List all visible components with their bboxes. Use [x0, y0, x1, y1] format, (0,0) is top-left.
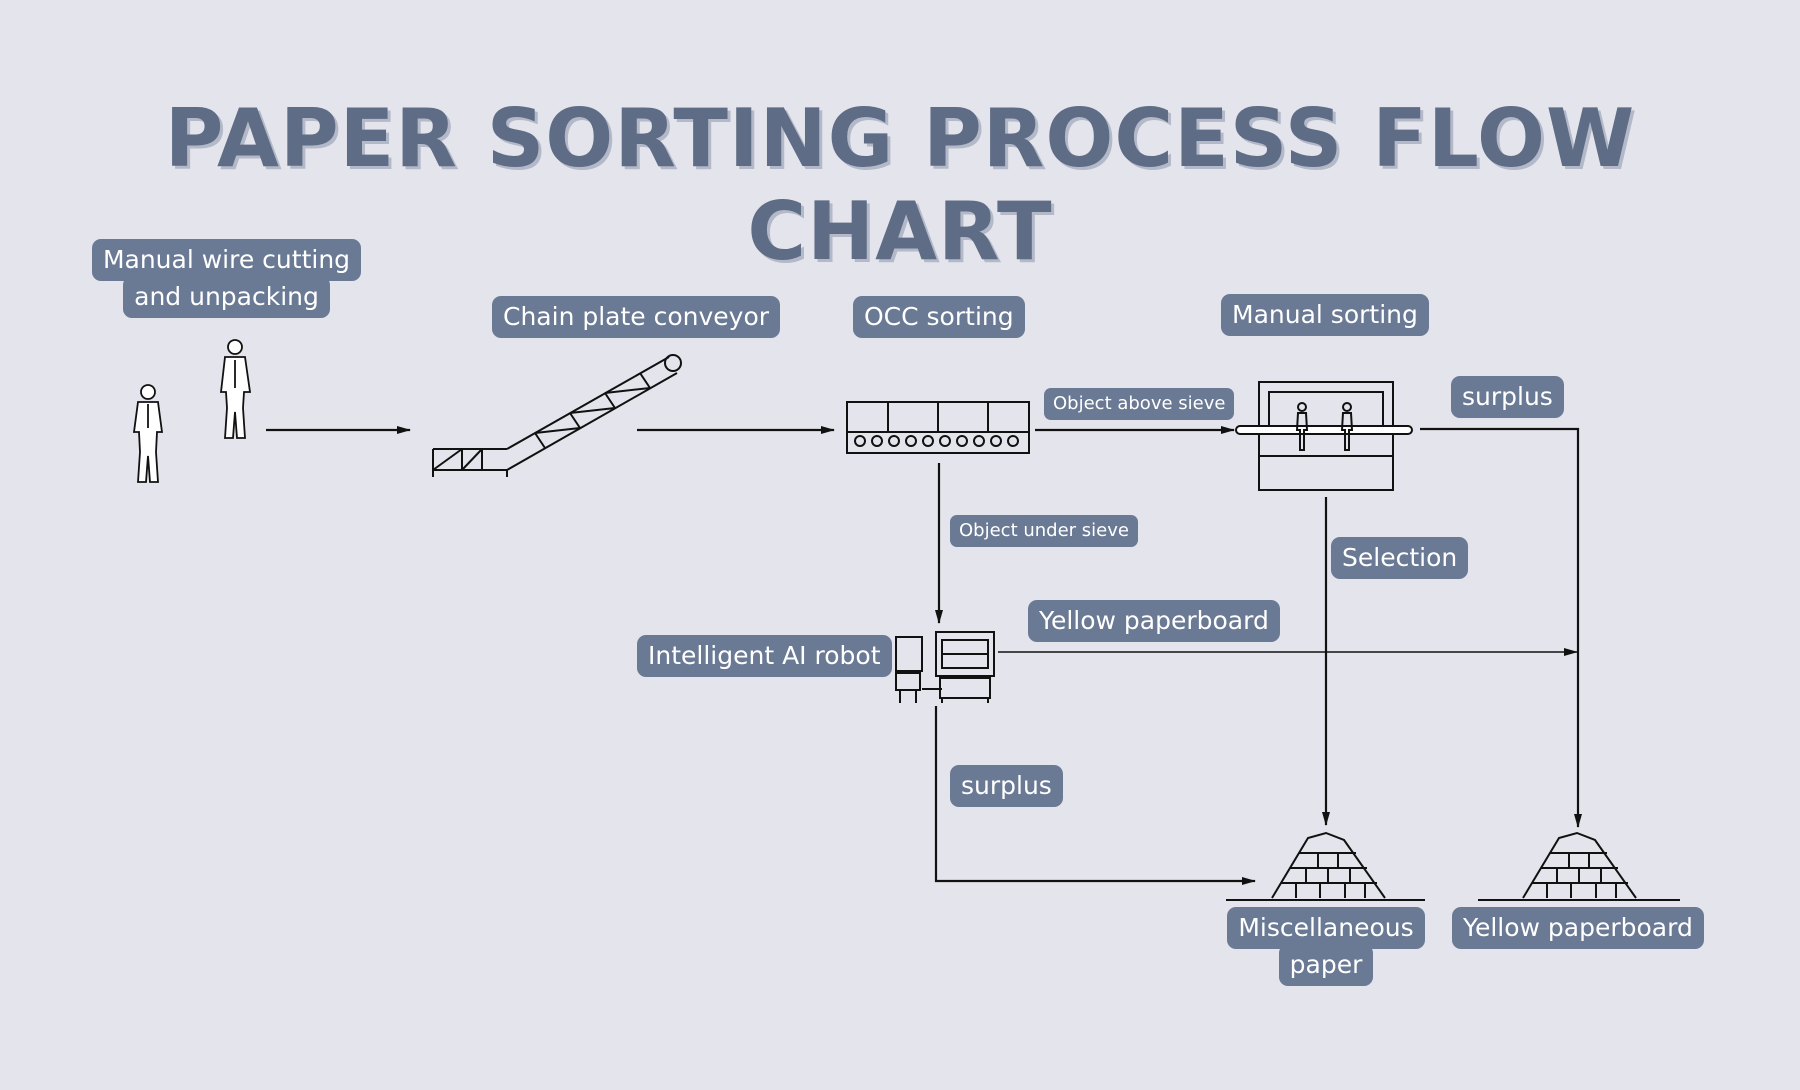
edge-under-sieve-label: Object under sieve	[950, 515, 1138, 547]
node-label: and unpacking	[123, 276, 330, 318]
page-title: PAPER SORTING PROCESS FLOW CHART	[164, 92, 1636, 278]
node-label: Miscellaneous	[1227, 907, 1425, 949]
paper-pile-icon	[1478, 831, 1680, 901]
edge-above-sieve-label: Object above sieve	[1044, 388, 1235, 420]
node-occ-sorting-label: OCC sorting	[853, 296, 1025, 338]
node-manual-sorting-label: Manual sorting	[1221, 294, 1429, 336]
arrow-robot-surplus	[934, 706, 1256, 885]
paper-pile-icon	[1226, 831, 1425, 901]
worker-icon	[132, 384, 164, 483]
node-misc-paper: Miscellaneous paper	[1226, 907, 1426, 986]
sorting-station-icon	[1235, 381, 1413, 491]
node-manual-cutting: Manual wire cutting and unpacking	[90, 239, 363, 318]
edge-yellow-paperboard-label: Yellow paperboard	[1028, 600, 1280, 642]
worker-icon	[219, 339, 252, 439]
arrow-manual-surplus	[1420, 427, 1582, 828]
ai-robot-icon	[895, 631, 995, 703]
node-label: Manual wire cutting	[91, 239, 362, 281]
conveyor-icon	[432, 354, 682, 477]
edge-surplus-bottom-label: surplus	[950, 765, 1063, 807]
edge-selection-label: Selection	[1331, 537, 1469, 579]
screen-machine-icon	[846, 401, 1030, 454]
edge-surplus-top-label: surplus	[1451, 376, 1564, 418]
node-yellow-pile-label: Yellow paperboard	[1452, 907, 1704, 949]
node-label: paper	[1278, 944, 1374, 986]
node-chain-conveyor-label: Chain plate conveyor	[492, 296, 781, 338]
node-ai-robot-label: Intelligent AI robot	[637, 635, 892, 677]
